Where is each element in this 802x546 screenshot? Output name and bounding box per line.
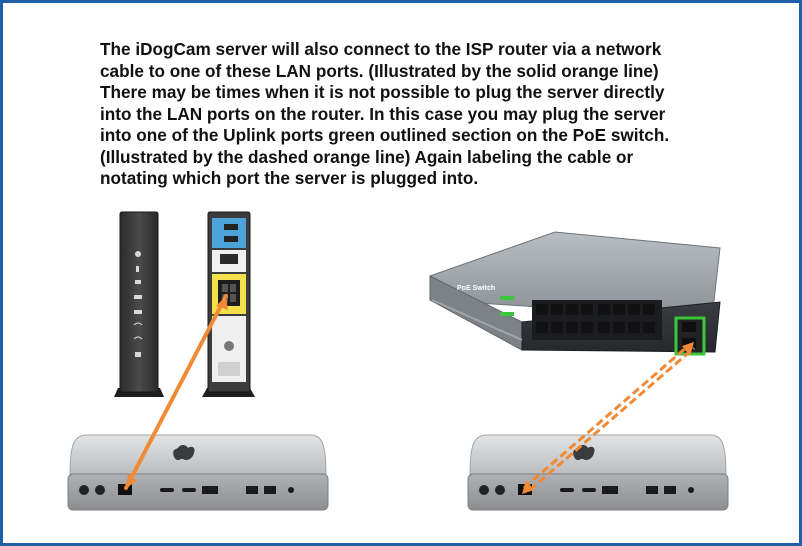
switch-label: PoE Switch [457, 285, 495, 292]
dsl-status-icon [135, 280, 141, 284]
server-left [67, 434, 329, 511]
instructions-line: into the LAN ports on the router. In thi… [100, 103, 666, 124]
instructions-line: The iDogCam server will also connect to … [100, 39, 662, 59]
wifi-icon [133, 336, 143, 340]
instructions-line: cable to one of these LAN ports. (Illust… [100, 60, 659, 81]
instructions-line: into one of the Uplink ports green outli… [100, 125, 670, 145]
instructions-line: There may be times when it is not possib… [100, 82, 665, 102]
instructions-text: The iDogCam server will also connect to … [100, 39, 740, 190]
arrow-head-icon [126, 474, 137, 488]
router-back [202, 211, 255, 397]
audio-port [95, 485, 105, 495]
solid-cable-router-to-server [124, 294, 228, 490]
internet-status-icon [134, 295, 142, 299]
lan-status-icon [136, 266, 139, 272]
ethernet-status-icon [134, 310, 142, 314]
wifi-icon [133, 322, 143, 326]
wan-port [220, 254, 238, 264]
usb-port [224, 236, 238, 242]
power-button [479, 485, 489, 495]
wan-port-section [212, 218, 246, 248]
poe-switch: PoE Switch [429, 231, 721, 356]
arrow-head-icon [216, 296, 228, 310]
dashed-cable-switch-to-server [522, 342, 695, 494]
audio-port [495, 485, 505, 495]
power-port [218, 362, 240, 376]
instructions-line: notating which port the server is plugge… [100, 168, 479, 188]
router-status-lights [133, 251, 143, 357]
arrow-head-icon [522, 480, 534, 494]
phone-status-icon [135, 352, 141, 357]
coax-port [224, 341, 234, 351]
usb-port [224, 224, 238, 230]
poe-port-grid [532, 300, 662, 340]
arrow-head-icon [682, 342, 694, 356]
switch-label-panel: PoE Switch [457, 285, 495, 292]
switch-status-leds [500, 296, 514, 316]
router-front [114, 211, 164, 397]
power-button [79, 485, 89, 495]
instructions-line: (Illustrated by the dashed orange line) … [100, 146, 634, 167]
apple-logo-icon [173, 445, 195, 460]
server-right [467, 434, 729, 511]
power-icon [135, 251, 141, 257]
